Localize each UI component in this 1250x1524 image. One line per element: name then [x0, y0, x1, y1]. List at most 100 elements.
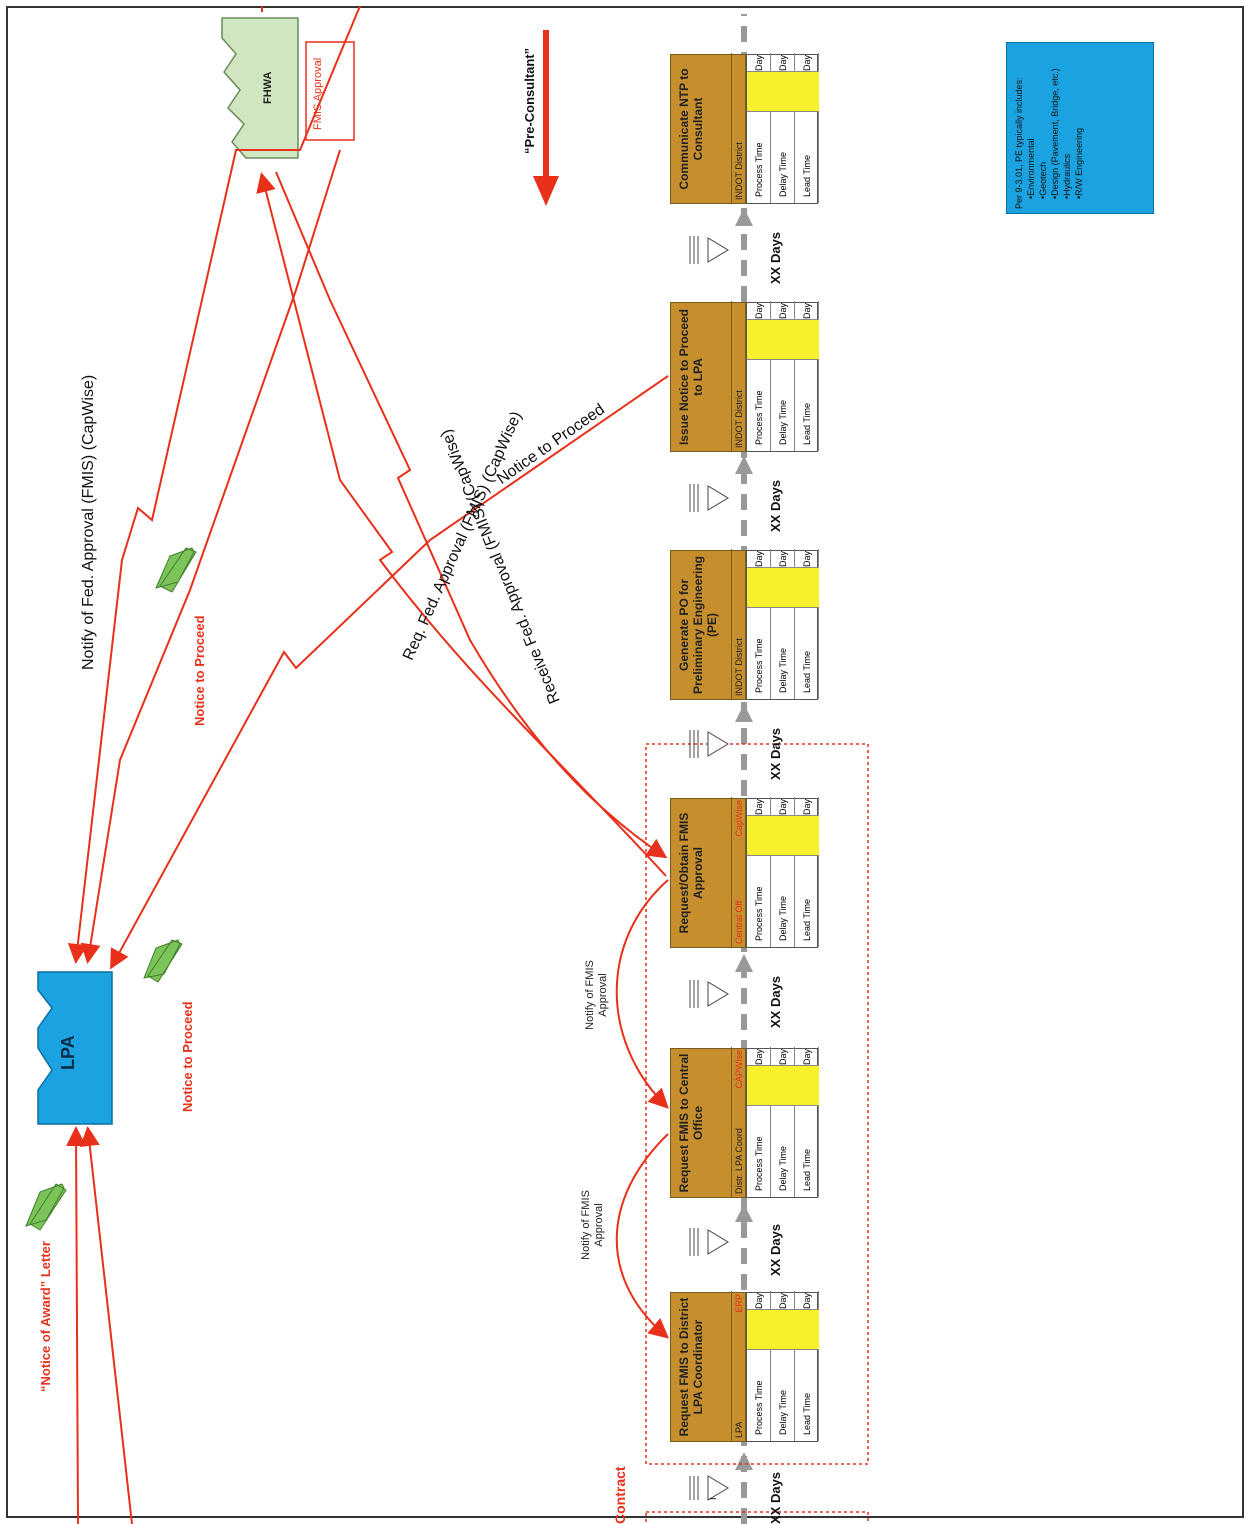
metrics-value-cell[interactable] [747, 815, 771, 855]
metrics-value-cell[interactable] [747, 71, 771, 111]
metrics-value-cell[interactable] [771, 71, 795, 111]
push-arrowhead [735, 704, 753, 722]
metrics-value-cell[interactable] [795, 1309, 819, 1349]
req-fed-approval-flow [256, 172, 667, 877]
xx-days: XX Days [768, 975, 783, 1028]
process-owner-left: INDOT District [734, 638, 744, 696]
xx-days: XX Days [768, 231, 783, 284]
metrics-label: Process Time [747, 359, 771, 451]
metrics-unit: Day [754, 54, 764, 71]
xx-days: XX Days [768, 1471, 783, 1524]
fmis-boundary [645, 743, 869, 1465]
pe-note: Per 9-3.01, PE typically includes: Envir… [1006, 42, 1154, 214]
metrics-value-cell[interactable] [771, 815, 795, 855]
metrics-value-cell[interactable] [747, 1065, 771, 1105]
metrics-value-cell[interactable] [747, 1309, 771, 1349]
diagram-frame [6, 6, 1244, 1518]
inventory-icon [689, 980, 729, 1008]
metrics-unit: Day [754, 798, 764, 815]
contract-boundary [645, 1511, 869, 1524]
notify-fmis-loop-1 [615, 879, 669, 1109]
pe-note-item: Design (Pavement, Bridge, etc.) [1049, 49, 1061, 199]
receive-fed-approval-flow [275, 171, 668, 859]
award-flow-1 [66, 1126, 87, 1524]
metrics-unit: Day [754, 302, 764, 319]
inventory-icon [689, 484, 729, 512]
process-title: Request FMIS to District LPA Coordinator [677, 1297, 705, 1437]
fmis-approval-box [305, 41, 355, 141]
process-box: Issue Notice to Proceed to LPA INDOT Dist… [670, 301, 820, 452]
pe-note-item: R/W Engineering [1073, 49, 1085, 199]
metrics-unit: Day [802, 550, 812, 567]
metrics-value-cell[interactable] [795, 71, 819, 111]
notify-fed-approval-label: Notify of Fed. Approval (FMIS) (CapWise) [80, 374, 97, 670]
metrics-value-cell[interactable] [771, 319, 795, 359]
document-label: Notice to Proceed [192, 615, 207, 726]
metrics-value-cell[interactable] [795, 815, 819, 855]
phase-label: “Pre-Consultant” [522, 47, 537, 154]
metrics-value-cell[interactable] [747, 319, 771, 359]
metrics-label: Delay Time [771, 359, 795, 451]
metrics-label: Process Time [747, 1349, 771, 1441]
metrics-label: Process Time [747, 111, 771, 203]
push-arrowhead [735, 1452, 753, 1470]
process-owner-left: Distr. LPA Coord [734, 1128, 744, 1194]
process-owner-left: Central Off [734, 900, 744, 944]
metrics-unit: Day [778, 1292, 788, 1309]
fmis-approval-label: FMIS Approval [312, 57, 324, 130]
metrics-value-cell[interactable] [747, 567, 771, 607]
metrics-value-cell[interactable] [795, 567, 819, 607]
push-arrowhead [735, 954, 753, 972]
metrics-unit: Day [802, 54, 812, 71]
process-title: Generate PO for Preliminary Engineering … [677, 555, 719, 695]
metrics-label: Delay Time [771, 111, 795, 203]
metrics-unit: Day [754, 550, 764, 567]
document-icon [25, 1183, 67, 1231]
metrics-value-cell[interactable] [795, 319, 819, 359]
metrics-unit: Day [754, 1292, 764, 1309]
metrics-label: Lead Time [795, 1105, 819, 1197]
process-owner: INDOT District [731, 53, 746, 203]
metrics-unit: Day [802, 1048, 812, 1065]
push-arrowhead [735, 456, 753, 474]
metrics-unit: Day [802, 798, 812, 815]
document-label: “Notice of Award” Letter [38, 1241, 53, 1392]
process-owner-right: ERP [734, 1294, 744, 1313]
metrics-value-cell[interactable] [771, 1309, 795, 1349]
metrics-label: Process Time [747, 1105, 771, 1197]
metrics-label: Lead Time [795, 111, 819, 203]
notice-to-proceed-flow [110, 375, 669, 970]
process-header: Request FMIS to District LPA Coordinator… [670, 1291, 746, 1442]
metrics-value-cell[interactable] [771, 1065, 795, 1105]
metrics-unit: Day [778, 798, 788, 815]
metrics-label: Process Time [747, 855, 771, 947]
metrics-value-cell[interactable] [795, 1065, 819, 1105]
metrics-value-cell[interactable] [771, 567, 795, 607]
metrics-label: Delay Time [771, 855, 795, 947]
inventory-icon [689, 1228, 729, 1256]
document-icon [143, 939, 183, 983]
xx-days: XX Days [768, 1223, 783, 1276]
inventory-icon [689, 236, 729, 264]
metrics-row: Delay Time Day [771, 797, 795, 947]
metrics-label: Lead Time [795, 855, 819, 947]
process-owner: INDOT District [731, 301, 746, 451]
process-title: Issue Notice to Proceed to LPA [677, 308, 705, 446]
